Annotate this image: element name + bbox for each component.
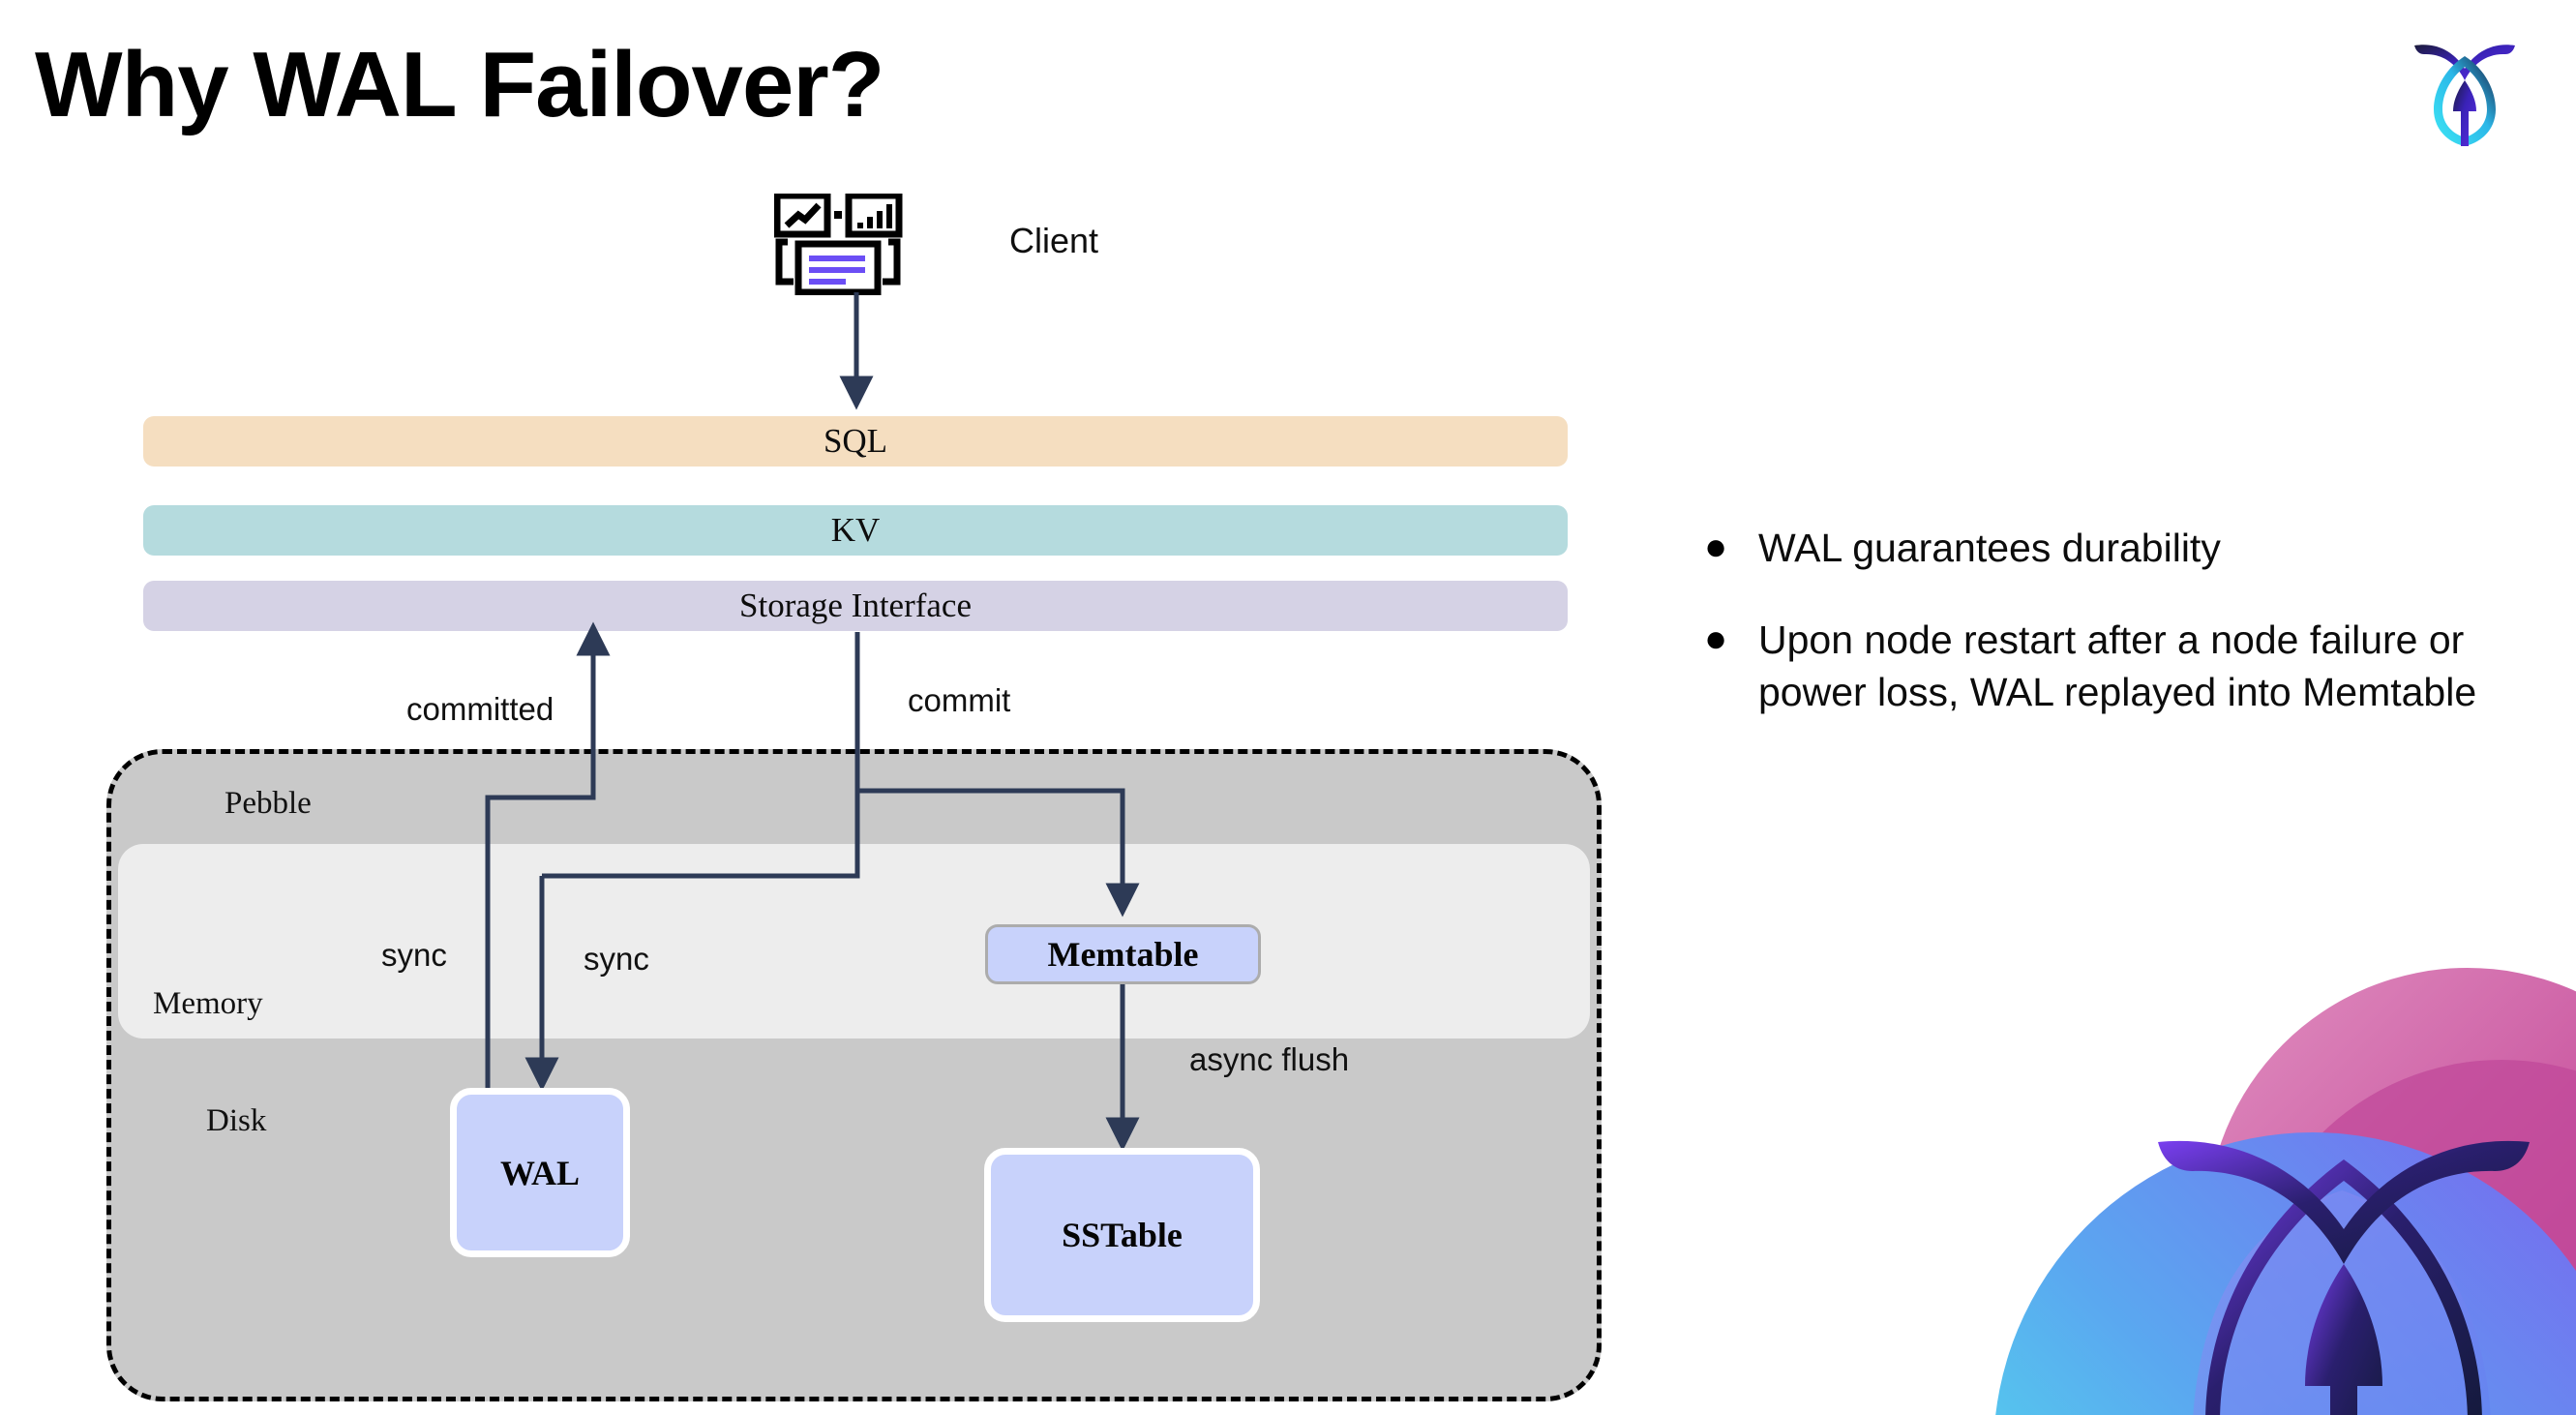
client-dashboard-icon — [773, 192, 929, 296]
bullet-text: WAL guarantees durability — [1758, 526, 2221, 570]
list-item: ● WAL guarantees durability — [1698, 523, 2501, 574]
client-label: Client — [1009, 221, 1099, 260]
node-wal-label: WAL — [499, 1153, 581, 1192]
disk-label: Disk — [206, 1103, 267, 1138]
node-memtable-label: Memtable — [1047, 935, 1199, 974]
corner-gradient-decoration — [1926, 910, 2576, 1415]
layer-storage-interface-label: Storage Interface — [739, 587, 972, 624]
layer-storage-interface: Storage Interface — [143, 581, 1568, 631]
edge-label-committed: committed — [406, 691, 554, 727]
memory-zone — [118, 844, 1590, 1039]
node-sstable-label: SSTable — [1062, 1216, 1183, 1254]
edge-label-async-flush: async flush — [1189, 1041, 1350, 1077]
bullet-marker-icon: ● — [1704, 526, 1728, 568]
cockroach-labs-logo — [2405, 24, 2526, 150]
edge-label-commit: commit — [908, 682, 1011, 718]
node-memtable: Memtable — [985, 924, 1261, 984]
pebble-label: Pebble — [225, 786, 312, 821]
layer-sql-label: SQL — [823, 422, 888, 460]
layer-kv-label: KV — [830, 511, 881, 549]
node-sstable: SSTable — [984, 1148, 1260, 1322]
bullet-text: Upon node restart after a node failure o… — [1758, 617, 2477, 714]
page-title: Why WAL Failover? — [35, 33, 884, 136]
list-item: ● Upon node restart after a node failure… — [1698, 615, 2501, 718]
edge-label-sync-left: sync — [381, 937, 447, 973]
edge-label-sync-right: sync — [584, 941, 649, 977]
node-wal: WAL — [450, 1088, 630, 1257]
layer-kv: KV — [143, 505, 1568, 556]
bullet-marker-icon: ● — [1704, 617, 1728, 661]
memory-label: Memory — [153, 986, 263, 1021]
bullet-list: ● WAL guarantees durability ● Upon node … — [1698, 523, 2501, 759]
layer-sql: SQL — [143, 416, 1568, 467]
